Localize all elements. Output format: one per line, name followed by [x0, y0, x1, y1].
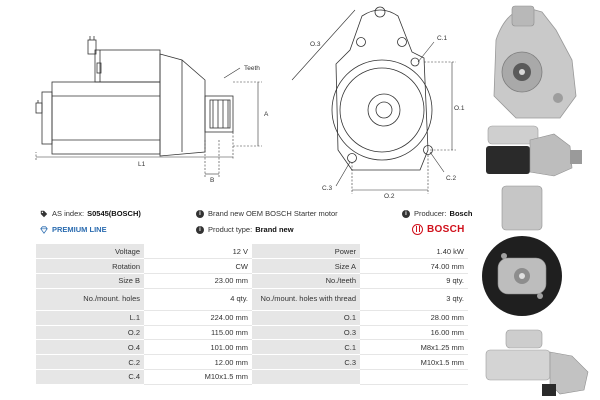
premium-line-badge: PREMIUM LINE	[40, 225, 107, 234]
producer-value: Bosch	[449, 209, 473, 218]
spec-value: 23.00 mm	[144, 273, 252, 289]
spec-label: O.3	[252, 325, 360, 341]
spec-value: 115.00 mm	[144, 325, 252, 341]
label-o1: O.1	[454, 105, 465, 112]
product-photos	[482, 5, 589, 396]
side-view	[35, 36, 262, 178]
spec-value: 9 qty.	[360, 273, 468, 289]
label-o2: O.2	[384, 193, 395, 200]
spec-label	[252, 369, 360, 385]
spec-label: C.2	[36, 354, 144, 371]
premium-line-label: PREMIUM LINE	[52, 225, 107, 234]
spec-label: No./mount. holes	[36, 288, 144, 311]
label-a: A	[264, 111, 269, 118]
photo-starter-bottom	[485, 329, 589, 396]
brand-new-row: i Brand new OEM BOSCH Starter motor	[196, 209, 338, 218]
photo-starter-front-angle	[493, 5, 577, 119]
info-icon: i	[196, 209, 204, 218]
label-o3: O.3	[310, 41, 321, 48]
spec-value: 16.00 mm	[360, 325, 468, 341]
spec-value: 3 qty.	[360, 288, 468, 311]
spec-label: C.3	[252, 354, 360, 371]
spec-label: O.2	[36, 325, 144, 341]
as-index-value: S0545(BOSCH)	[87, 209, 141, 218]
spec-value: 224.00 mm	[144, 310, 252, 326]
product-type-value: Brand new	[255, 225, 294, 234]
spec-value: M8x1.25 mm	[360, 339, 468, 356]
tag-icon	[40, 210, 48, 217]
brand-new-text: Brand new OEM BOSCH Starter motor	[208, 209, 338, 218]
spec-label: No./mount. holes with thread	[252, 288, 360, 311]
front-view	[291, 6, 456, 194]
spec-label: O.1	[252, 310, 360, 326]
spec-label: Power	[252, 244, 360, 260]
spec-value: 28.00 mm	[360, 310, 468, 326]
info-icon: i	[196, 225, 204, 234]
spec-label: C.1	[252, 339, 360, 356]
spec-label: L.1	[36, 310, 144, 326]
photo-starter-side	[486, 125, 582, 177]
spec-value: 4 qty.	[144, 288, 252, 311]
label-c3: C.3	[322, 185, 333, 192]
label-l1: L1	[138, 161, 146, 168]
spec-value: M10x1.5 mm	[360, 354, 468, 371]
technical-drawing: Teeth A L1 B O.3 C.1 O.1 C.3 O.2 C.2	[35, 6, 465, 200]
bosch-logo-icon	[412, 224, 423, 235]
label-c2: C.2	[446, 175, 457, 182]
photo-starter-rear	[482, 185, 562, 316]
diamond-icon	[40, 225, 48, 234]
product-type-label: Product type:	[208, 225, 253, 234]
spec-label: No./teeth	[252, 273, 360, 289]
label-teeth: Teeth	[244, 65, 260, 72]
spec-value: 12.00 mm	[144, 354, 252, 371]
spec-value: M10x1.5 mm	[144, 369, 252, 385]
info-icon: i	[402, 209, 410, 218]
producer-row: i Producer: Bosch	[402, 209, 472, 218]
spec-label: O.4	[36, 339, 144, 356]
spec-label: C.4	[36, 369, 144, 385]
bosch-logo: BOSCH	[412, 224, 465, 235]
producer-label: Producer:	[414, 209, 447, 218]
spec-value: 101.00 mm	[144, 339, 252, 356]
label-b: B	[210, 177, 214, 184]
spec-label: Voltage	[36, 244, 144, 260]
spec-label: Rotation	[36, 258, 144, 275]
product-type-row: i Product type: Brand new	[196, 225, 294, 234]
spec-value: 74.00 mm	[360, 258, 468, 275]
spec-value: 12 V	[144, 244, 252, 260]
label-c1: C.1	[437, 35, 448, 42]
spec-label: Size A	[252, 258, 360, 275]
spec-value: 1.40 kW	[360, 244, 468, 260]
bosch-logo-text: BOSCH	[427, 224, 465, 235]
spec-label: Size B	[36, 273, 144, 289]
as-index-label: AS index:	[52, 209, 85, 218]
spec-value: CW	[144, 258, 252, 275]
as-index-row: AS index: S0545(BOSCH)	[40, 209, 141, 218]
spec-value	[360, 369, 468, 385]
